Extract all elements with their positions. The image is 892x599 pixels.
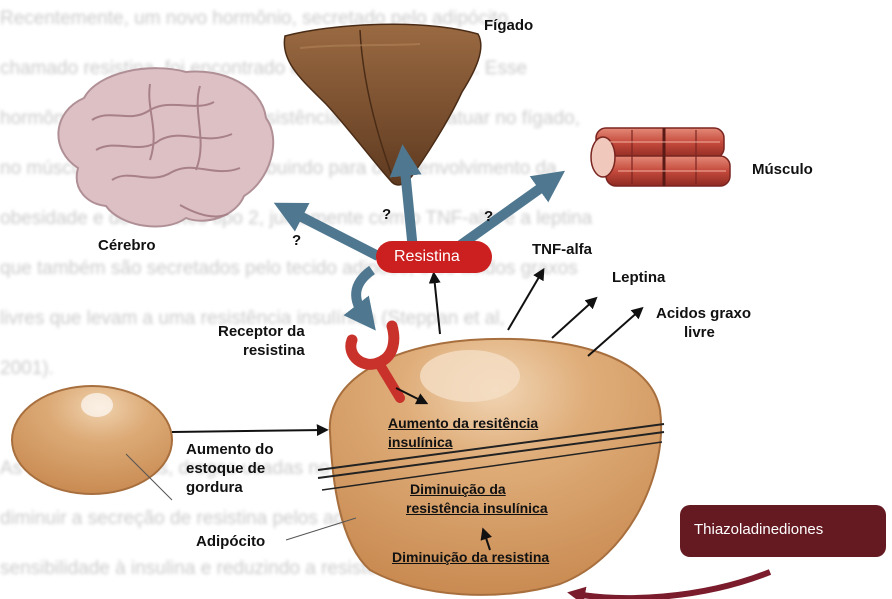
arrow-to-brain	[288, 210, 378, 256]
fat-storage-line: estoque de	[186, 459, 274, 478]
liver-illustration	[284, 24, 481, 185]
fat-storage-line: gordura	[186, 478, 274, 497]
resistin-target-arrows	[288, 160, 552, 318]
decrease-resistin-label: Diminuição da resistina	[392, 548, 549, 567]
thiazolidinediones-label: Thiazoladinediones	[694, 520, 823, 540]
decrease-resistance-label: Diminuição da resistência insulínica	[406, 480, 548, 518]
fat-storage-line: Aumento do	[186, 440, 274, 459]
receptor-label-line: Receptor da	[218, 322, 305, 341]
fat-storage-label: Aumento do estoque de gordura	[186, 440, 274, 497]
brain-illustration	[58, 68, 273, 226]
arrow-ffa	[588, 310, 640, 356]
liver-label: Fígado	[484, 16, 533, 35]
muscle-label: Músculo	[752, 160, 813, 179]
muscle-illustration	[591, 128, 730, 186]
brain-label: Cérebro	[98, 236, 156, 255]
question-mark: ?	[484, 208, 493, 225]
arrow-tnf	[508, 272, 542, 330]
increase-resistance-label: Aumento da resitência insulínica	[388, 414, 538, 452]
resistin-label: Resistina	[394, 247, 460, 267]
tnf-alpha-label: TNF-alfa	[532, 240, 592, 259]
adipocyte-label: Adipócito	[196, 532, 265, 551]
question-mark: ?	[292, 232, 301, 249]
arrow-leptin	[552, 300, 594, 338]
thiazolidinedione-arrow	[576, 572, 770, 598]
question-mark: ?	[382, 206, 391, 223]
arrow-to-receptor	[356, 270, 372, 318]
increase-resistance-line: Aumento da resitência	[388, 414, 538, 433]
leptin-label: Leptina	[612, 268, 665, 287]
free-fatty-acids-line: Acidos graxo	[656, 304, 751, 323]
arrow-resistin-up	[434, 276, 440, 334]
decrease-resistance-line: resistência insulínica	[406, 499, 548, 518]
receptor-label-line: resistina	[218, 341, 305, 360]
small-adipocyte	[12, 386, 172, 494]
receptor-label: Receptor da resistina	[218, 322, 305, 360]
increase-resistance-line: insulínica	[388, 433, 538, 452]
free-fatty-acids-label: Acidos graxo livre	[656, 304, 751, 342]
decrease-resistance-line: Diminuição da	[406, 480, 548, 499]
arrow-fat-storage	[172, 430, 324, 432]
free-fatty-acids-line: livre	[656, 323, 751, 342]
